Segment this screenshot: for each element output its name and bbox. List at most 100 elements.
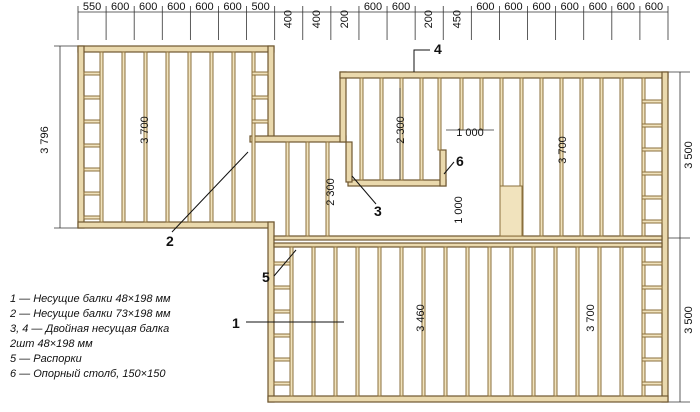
top-dim-label: 600 [167, 1, 185, 13]
blocking-spacers [83, 71, 663, 386]
joist [531, 246, 536, 397]
joist [231, 51, 236, 223]
top-dim-label: 600 [364, 1, 382, 13]
joist [325, 141, 330, 237]
blocking-spacer [641, 261, 663, 266]
joist [99, 51, 104, 223]
joist [487, 246, 492, 397]
joist [209, 51, 214, 223]
joist [419, 77, 424, 181]
blocking-spacer [273, 333, 291, 338]
joist [499, 185, 523, 237]
joist [251, 51, 256, 223]
dim-upper-mid-width: 1 000 [456, 127, 484, 139]
callout-1: 1 [232, 315, 240, 331]
joist [559, 77, 564, 237]
blocking-spacer [641, 381, 663, 386]
joist [619, 246, 624, 397]
callouts: 1 2 3 4 5 6 [166, 41, 464, 331]
left-dim-label: 3 796 [39, 126, 51, 154]
joist [437, 77, 442, 151]
blocking-spacer [273, 285, 291, 290]
top-dim-label: 600 [195, 1, 213, 13]
top-dim-label: 600 [589, 1, 607, 13]
joist [599, 77, 604, 237]
right-dim-upper: 3 500 [683, 141, 695, 169]
joist [165, 51, 170, 223]
joist [379, 77, 384, 181]
joist [377, 246, 382, 397]
legend-item-2: 2 — Несущие балки 73×198 мм [10, 308, 171, 320]
callout-4: 4 [434, 41, 442, 57]
joist [459, 77, 464, 131]
top-dim-label: 600 [223, 1, 241, 13]
top-dim-label: 550 [83, 1, 101, 13]
joist [355, 246, 360, 397]
dim-lower-center: 3 460 [415, 304, 427, 332]
blocking-spacer [273, 357, 291, 362]
blocking-spacer [83, 71, 101, 76]
joist [465, 246, 470, 397]
blocking-spacer [273, 309, 291, 314]
joist [553, 246, 558, 397]
blocking-spacer [251, 95, 269, 100]
callout-5: 5 [262, 269, 270, 285]
top-dim-label: 450 [451, 10, 463, 28]
legend: 1 — Несущие балки 48×198 мм 2 — Несущие … [10, 292, 260, 382]
blocking-spacer [641, 333, 663, 338]
frame-walls [77, 45, 669, 403]
joist [579, 77, 584, 237]
blocking-spacer [641, 99, 663, 104]
top-dim-label: 600 [476, 1, 494, 13]
blocking-spacer [273, 381, 291, 386]
joist [641, 77, 646, 237]
dim-upper-right: 3 700 [557, 136, 569, 164]
right-dimension: 3 500 3 500 [668, 71, 695, 403]
callout-6: 6 [456, 153, 464, 169]
joist [479, 77, 484, 131]
blocking-spacer [641, 147, 663, 152]
blocking-spacer [83, 191, 101, 196]
blocking-spacer [641, 219, 663, 224]
joist [597, 246, 602, 397]
dim-upper-mid: 2 300 [395, 116, 407, 144]
blocking-spacer [83, 119, 101, 124]
dim-left-room: 3 700 [139, 116, 151, 144]
blocking-spacer [641, 309, 663, 314]
top-dim-label: 600 [645, 1, 663, 13]
legend-item-1: 1 — Несущие балки 48×198 мм [10, 293, 171, 305]
blocking-spacer [83, 167, 101, 172]
blocking-spacer [83, 143, 101, 148]
joist [187, 51, 192, 223]
top-dim-label: 600 [139, 1, 157, 13]
top-dim-label: 200 [423, 10, 435, 28]
blocking-spacer [641, 285, 663, 290]
blocking-spacer [641, 357, 663, 362]
joist [421, 246, 426, 397]
dim-mid: 2 300 [325, 178, 337, 206]
blocking-spacer [641, 195, 663, 200]
joist [619, 77, 624, 237]
blocking-spacer [273, 261, 291, 266]
top-dim-label: 400 [311, 10, 323, 28]
joist [121, 51, 126, 223]
joist [143, 51, 148, 223]
joist [359, 77, 364, 181]
top-dim-label: 600 [532, 1, 550, 13]
joist [285, 141, 290, 237]
joist [399, 246, 404, 397]
top-dim-label: 500 [251, 1, 269, 13]
joist [305, 141, 310, 237]
joist [509, 246, 514, 397]
legend-item-3b: 2шт 48×198 мм [10, 338, 93, 350]
top-dim-label: 600 [504, 1, 522, 13]
legend-item-3: 3, 4 — Двойная несущая балка [10, 323, 170, 335]
callout-3: 3 [374, 203, 382, 219]
legend-item-5: 5 — Распорки [10, 353, 82, 365]
blocking-spacer [83, 215, 101, 220]
joist [575, 246, 580, 397]
left-dimension: 3 796 [39, 45, 80, 229]
inner-dimensions: 3 700 2 300 1 000 3 700 2 300 1 000 3 46… [139, 88, 597, 332]
top-dim-label: 600 [617, 1, 635, 13]
